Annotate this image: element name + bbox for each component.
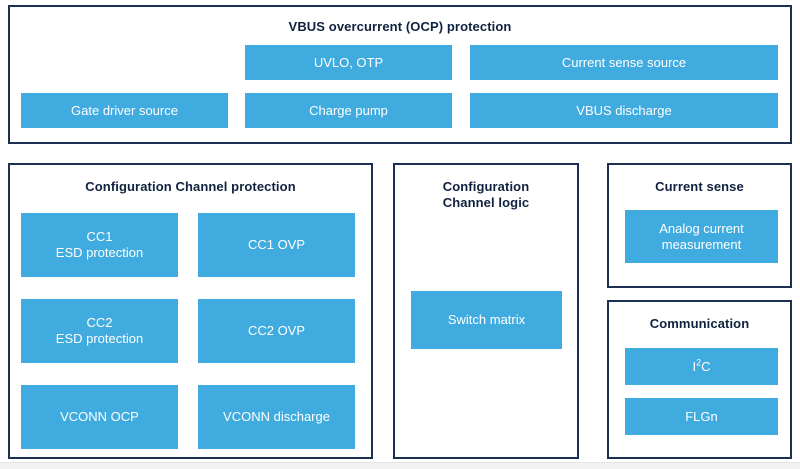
block-flgn: FLGn — [625, 398, 778, 435]
footer-band — [0, 462, 800, 469]
panel-title-cc-protection: Configuration Channel protection — [85, 179, 296, 194]
block-cc2-ovp: CC2 OVP — [198, 299, 355, 363]
block-switch-matrix: Switch matrix — [411, 291, 562, 349]
block-vbus-discharge: VBUS discharge — [470, 93, 778, 128]
block-i2c-label: I2C — [692, 357, 711, 374]
block-vconn-ocp: VCONN OCP — [21, 385, 178, 449]
block-gate-driver-source: Gate driver source — [21, 93, 228, 128]
panel-title-communication: Communication — [649, 316, 750, 331]
block-cc1-esd-protection: CC1 ESD protection — [21, 213, 178, 277]
block-current-sense-source: Current sense source — [470, 45, 778, 80]
panel-title-cc-logic: Configuration Channel logic — [442, 179, 530, 210]
block-vconn-discharge: VCONN discharge — [198, 385, 355, 449]
block-i2c: I2C — [625, 348, 778, 385]
block-uvlo-otp: UVLO, OTP — [245, 45, 452, 80]
panel-title-current-sense: Current sense — [655, 179, 744, 194]
panel-title-vbus: VBUS overcurrent (OCP) protection — [288, 19, 512, 34]
block-cc2-esd-protection: CC2 ESD protection — [21, 299, 178, 363]
block-charge-pump: Charge pump — [245, 93, 452, 128]
block-analog-current-measurement: Analog current measurement — [625, 210, 778, 263]
block-cc1-ovp: CC1 OVP — [198, 213, 355, 277]
